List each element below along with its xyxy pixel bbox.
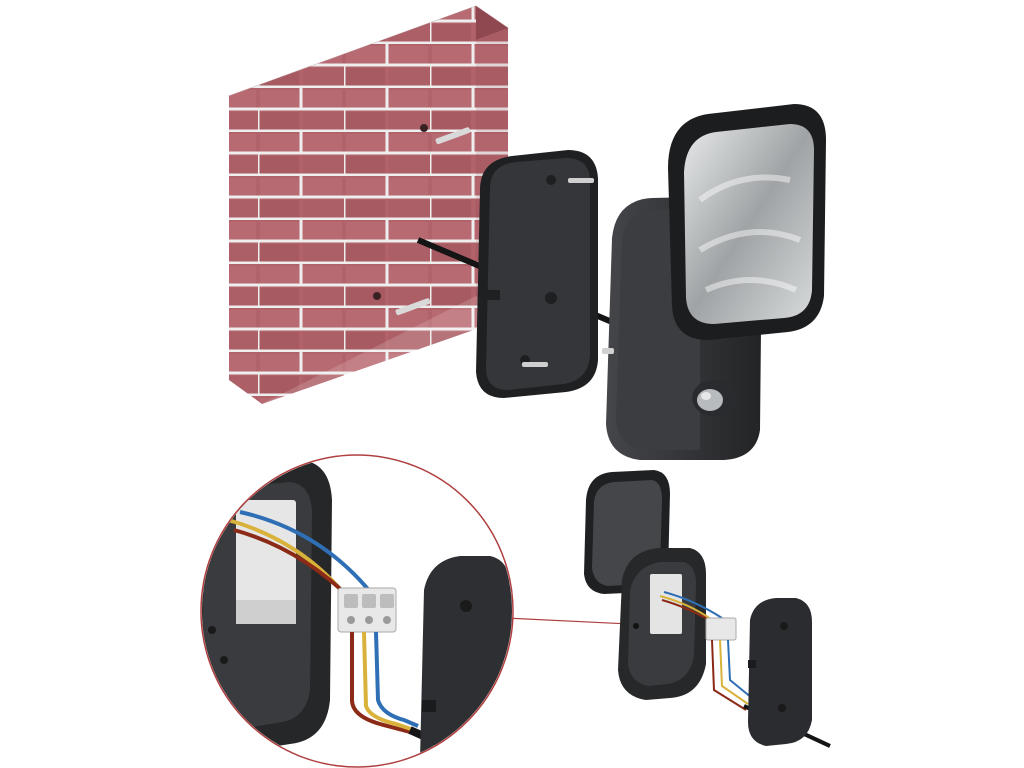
wall-plug-top xyxy=(435,127,471,145)
screw-top xyxy=(568,178,594,183)
led-lens xyxy=(684,124,814,324)
driver-box xyxy=(236,500,296,620)
brick-wall xyxy=(227,5,510,404)
wall-hole-bottom xyxy=(373,292,381,300)
assembled-view xyxy=(584,470,831,748)
mounting-base-plate xyxy=(476,150,598,398)
light-head xyxy=(668,104,826,340)
floodlight-with-sensor xyxy=(602,104,826,460)
wall-hole-top xyxy=(420,124,428,132)
terminal-block xyxy=(337,587,397,633)
wall-plug-bottom xyxy=(395,298,431,316)
screw-bottom xyxy=(522,362,548,367)
zoom-callout xyxy=(200,454,514,768)
